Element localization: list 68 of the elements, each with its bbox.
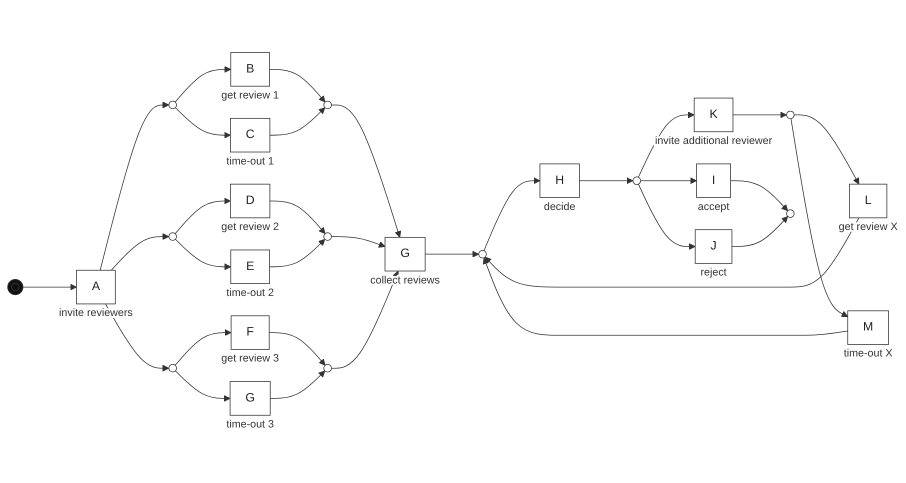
arrow [174, 198, 231, 234]
node-circle [168, 100, 177, 110]
node-box: M [847, 310, 889, 345]
arrow [482, 257, 848, 336]
node-caption: time-out X [844, 348, 893, 360]
arrow [794, 114, 860, 184]
node-box: K [694, 98, 734, 132]
node-box: L [849, 184, 888, 218]
arrow [331, 236, 386, 248]
arrow [100, 102, 170, 271]
node-box: C [230, 118, 270, 152]
node-circle [323, 232, 332, 241]
arrow [175, 370, 230, 402]
node-caption: get review 2 [221, 221, 280, 234]
node-caption: accept [698, 200, 730, 213]
arrow [331, 104, 402, 238]
node-circle [786, 110, 795, 120]
node-circle [632, 176, 641, 185]
arrow [174, 329, 232, 366]
arrow [270, 107, 326, 136]
node-caption: invite additional reviewer [654, 134, 772, 147]
node-box: G [230, 381, 271, 416]
arrow [424, 250, 480, 258]
node-box: J [694, 229, 732, 264]
node-caption: get review X [838, 221, 898, 234]
arrow [174, 66, 232, 102]
arrow [269, 68, 326, 102]
arrow [484, 177, 540, 252]
node-caption: get review 3 [221, 352, 280, 365]
node-caption: time-out 3 [226, 418, 274, 430]
node-circle [323, 364, 332, 372]
node-caption: time-out 1 [226, 155, 274, 168]
arrow [732, 112, 787, 118]
node-caption: time-out 2 [226, 286, 274, 299]
node-box: E [230, 250, 270, 284]
node-caption: reject [700, 266, 727, 279]
node-circle [478, 250, 487, 258]
arrow [790, 118, 848, 318]
arrow [175, 107, 231, 139]
arrow [484, 217, 860, 288]
arrow [270, 370, 326, 399]
node-circle [168, 232, 177, 241]
arrow [579, 177, 634, 184]
arrow [269, 238, 326, 268]
node-circle [168, 364, 177, 372]
node-circle [323, 100, 332, 110]
node-box: H [540, 164, 580, 198]
node-caption: decide [544, 200, 576, 213]
node-box: F [230, 315, 270, 350]
arrow [732, 216, 788, 247]
arrow [331, 270, 399, 369]
arrow [730, 180, 788, 212]
arrow [110, 233, 170, 271]
node-box: G [384, 236, 426, 272]
arrow [270, 200, 326, 234]
node-caption: get review 1 [221, 89, 280, 102]
arrow [638, 184, 696, 250]
node-circle [786, 209, 795, 218]
arrow [22, 284, 77, 290]
arrow [175, 238, 232, 270]
node-box: B [230, 52, 270, 87]
arrow [268, 332, 326, 366]
arrow [640, 177, 697, 184]
arrow [638, 112, 694, 178]
node-circle [7, 279, 24, 296]
node-box: I [696, 164, 731, 198]
node-box: D [230, 184, 270, 218]
node-box: A [76, 270, 116, 304]
